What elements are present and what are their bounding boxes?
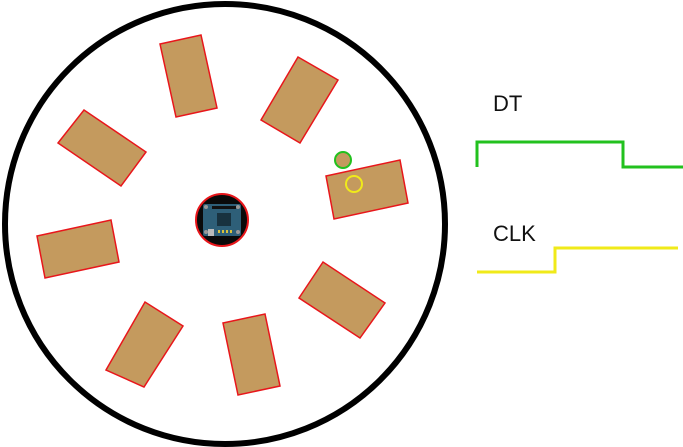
wheel-slot [325, 159, 409, 220]
clk-sensor [345, 175, 363, 193]
dt-sensor [334, 151, 352, 169]
dt-label: DT [493, 91, 522, 116]
wheel-slot [56, 108, 148, 188]
wheel-slot [159, 34, 218, 118]
wheel-slot [104, 300, 185, 388]
wheel-slot [36, 219, 120, 279]
clk-label: CLK [493, 221, 536, 246]
wheel-slot [222, 313, 281, 396]
clk-waveform [477, 246, 678, 274]
dt-waveform [475, 140, 683, 169]
encoder-chip [195, 193, 249, 247]
wheel-slot [259, 55, 340, 145]
wheel-slot [297, 260, 387, 340]
